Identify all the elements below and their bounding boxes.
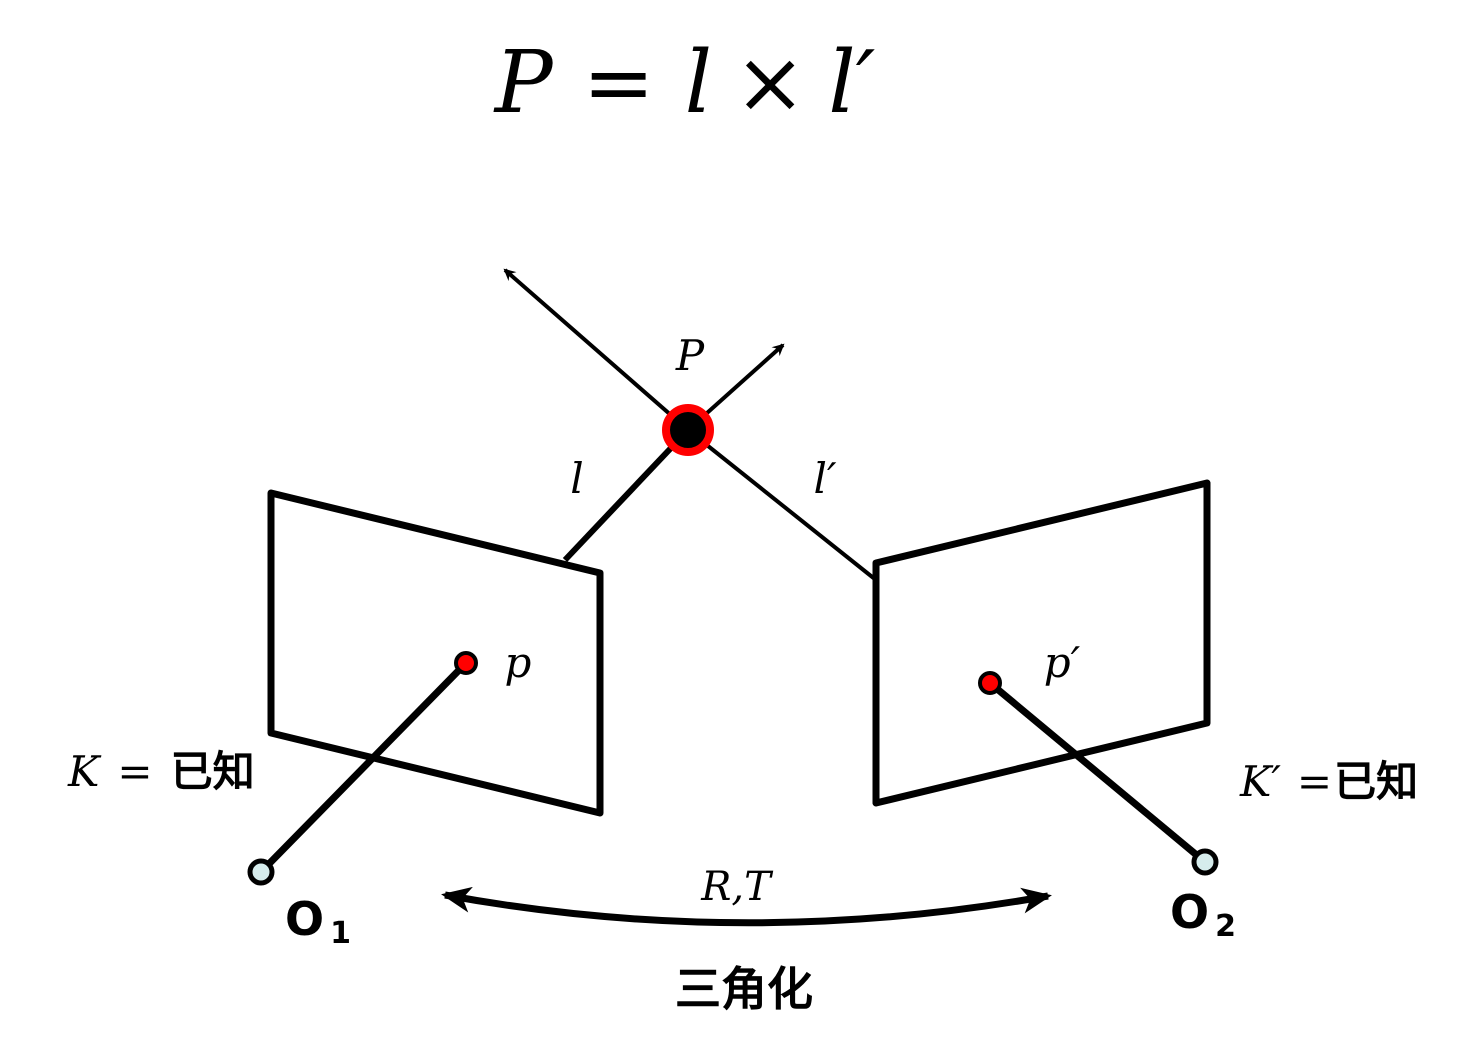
formula-lhs: P <box>493 33 555 133</box>
camera-center-right <box>1191 848 1219 876</box>
intrinsics-right-text: 已知 <box>1334 757 1418 806</box>
intrinsics-left-eq: = <box>117 747 152 796</box>
intrinsics-left-symbol: K <box>67 747 102 796</box>
camera-center-left <box>247 858 275 886</box>
caption: 三角化 <box>675 962 813 1016</box>
formula-lprime: l′ <box>828 33 875 133</box>
intrinsics-right: K′ =已知 <box>1239 757 1418 806</box>
formula: P = l×l′ <box>493 33 876 133</box>
camera-center-left-main: O <box>285 892 324 946</box>
camera-center-right-sub: 2 <box>1215 909 1236 944</box>
intrinsics-right-symbol: K′ <box>1239 757 1281 806</box>
ray-l <box>562 427 691 563</box>
left-image-plane <box>267 489 604 817</box>
formula-l: l <box>685 33 713 133</box>
ray-l-prime <box>686 428 878 582</box>
point-p-3d <box>662 404 714 456</box>
formula-equals: = <box>583 33 655 133</box>
ray-l-label: l <box>570 454 583 503</box>
ray-l-prime-label: l′ <box>814 454 837 503</box>
left-camera-ray <box>258 660 469 875</box>
image-point-right <box>978 671 1002 695</box>
camera-center-right-main: O <box>1170 885 1209 939</box>
rt-double-arrow <box>441 886 1052 927</box>
image-point-left <box>454 651 478 675</box>
image-point-right-label: p′ <box>1044 638 1081 687</box>
right-camera-ray <box>987 680 1208 865</box>
intrinsics-left-text: 已知 <box>171 747 255 796</box>
ray-left-arrow <box>503 268 690 432</box>
intrinsics-left: K = 已知 <box>67 747 255 796</box>
image-point-left-label: p <box>505 638 532 687</box>
intrinsics-right-eq: = <box>1297 757 1332 806</box>
rt-label: R,T <box>700 864 774 910</box>
formula-times: × <box>734 33 806 133</box>
point-p-label: P <box>675 331 705 380</box>
right-image-plane <box>872 479 1211 807</box>
camera-center-left-sub: 1 <box>330 916 351 951</box>
